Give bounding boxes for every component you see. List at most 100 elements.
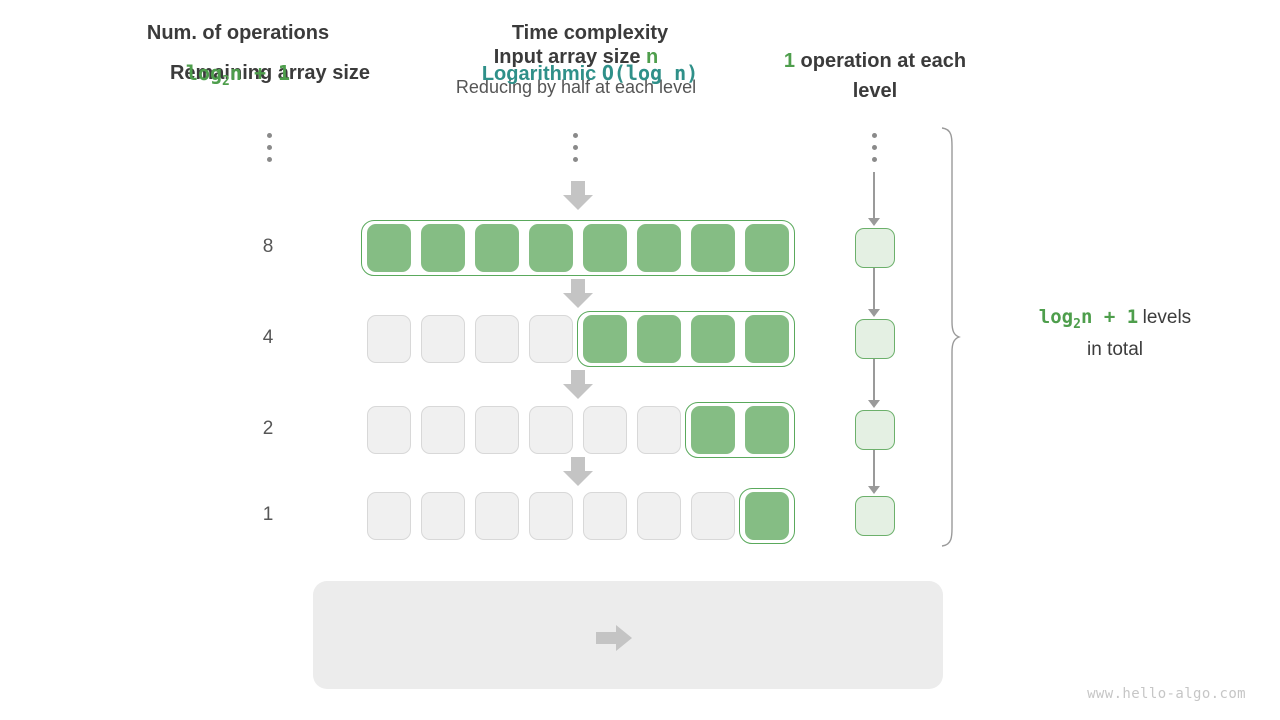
total-levels-annotation: log2n + 1 levels in total — [965, 303, 1265, 364]
header-remaining-array-size: Remaining array size — [169, 62, 371, 84]
array-row-4 — [362, 311, 794, 367]
array-cell-box — [637, 224, 681, 272]
watermark: www.hello-algo.com — [1087, 686, 1246, 702]
array-cell — [362, 311, 416, 367]
summary-operations-value: log2n + 1 — [18, 61, 458, 89]
array-cell — [416, 402, 470, 458]
array-cell-box — [529, 224, 573, 272]
ellipsis-left-column — [267, 133, 272, 162]
array-cell — [362, 402, 416, 458]
header-input-accent-n: n — [646, 46, 659, 68]
array-cell — [362, 488, 416, 544]
total-levels-line2: in total — [1087, 338, 1143, 360]
header-input-line2: Reducing by half at each level — [455, 77, 697, 97]
row-label-4: 4 — [262, 327, 274, 348]
array-cell — [740, 488, 794, 544]
formula-log: log — [1038, 306, 1074, 328]
array-cell-box — [691, 315, 735, 363]
halving-arrow-icon — [561, 277, 595, 311]
array-cell — [632, 311, 686, 367]
array-cell — [686, 220, 740, 276]
array-cell — [686, 311, 740, 367]
array-cell — [632, 220, 686, 276]
ellipsis-array-column — [573, 133, 578, 162]
array-cell-box — [691, 224, 735, 272]
array-cell-box — [583, 315, 627, 363]
array-cell — [362, 220, 416, 276]
array-cell — [740, 220, 794, 276]
array-cell-box — [583, 224, 627, 272]
summary-complexity-title: Time complexity — [511, 22, 669, 44]
array-cell-box — [367, 224, 411, 272]
dot — [267, 157, 272, 162]
array-cell — [578, 488, 632, 544]
row-label-1: 1 — [262, 504, 274, 525]
array-cell-box — [529, 406, 573, 454]
operation-connector-arrowhead — [868, 400, 880, 408]
row-label-2: 2 — [262, 418, 274, 439]
array-row-8 — [362, 220, 794, 276]
operation-connector-arrowhead — [868, 486, 880, 494]
array-cell-box — [529, 315, 573, 363]
array-cell-box — [367, 315, 411, 363]
array-cell-box — [745, 406, 789, 454]
halving-arrow-icon — [561, 455, 595, 489]
complexity-word: Logarithmic — [481, 63, 597, 85]
array-cell — [632, 402, 686, 458]
dot — [872, 145, 877, 150]
header-input-line1: Input array size n — [396, 46, 756, 69]
array-cell — [686, 488, 740, 544]
dot — [267, 133, 272, 138]
array-cell — [524, 311, 578, 367]
halving-arrow-icon — [561, 368, 595, 402]
array-cell-box — [367, 492, 411, 540]
summary-complexity-value: Logarithmic O(log n) — [370, 61, 810, 86]
array-cell — [686, 402, 740, 458]
dot — [872, 157, 877, 162]
operation-box — [855, 410, 895, 450]
array-row-1 — [362, 488, 794, 544]
row-label-8: 8 — [262, 236, 274, 257]
formula-base: 2 — [1073, 316, 1081, 332]
array-cell-box — [529, 492, 573, 540]
halving-arrow-icon — [561, 179, 595, 213]
operation-connector-arrowhead — [868, 309, 880, 317]
summary-complexity: Time complexity Logarithmic O(log n) — [370, 22, 810, 86]
array-cell — [470, 220, 524, 276]
total-levels-line1: log2n + 1 levels — [965, 303, 1265, 335]
header-ops-accent-one: 1 — [783, 50, 795, 72]
array-cell-box — [421, 492, 465, 540]
header-input-label: Input array size — [493, 46, 647, 68]
total-levels-formula: log2n + 1 — [1038, 306, 1138, 332]
array-cell-box — [637, 315, 681, 363]
array-cell-box — [421, 315, 465, 363]
operation-connector-line — [873, 268, 875, 309]
summary-arrow-icon — [594, 622, 634, 654]
operation-connector-line — [873, 172, 875, 218]
array-cell — [416, 220, 470, 276]
array-cell-box — [421, 406, 465, 454]
array-cell — [524, 220, 578, 276]
array-cell-box — [745, 315, 789, 363]
header-input-array-size: Input array size n Reducing by half at e… — [396, 46, 756, 98]
operation-connector-arrowhead — [868, 218, 880, 226]
dot — [573, 157, 578, 162]
array-cell — [740, 311, 794, 367]
dot — [267, 145, 272, 150]
array-cell — [740, 402, 794, 458]
array-cell — [578, 311, 632, 367]
dot — [573, 145, 578, 150]
dot — [872, 133, 877, 138]
array-cell-box — [637, 492, 681, 540]
summary-formula-log: log — [185, 61, 223, 85]
array-cell — [470, 402, 524, 458]
array-cell-box — [745, 492, 789, 540]
operation-connector-line — [873, 359, 875, 400]
ellipsis-operations-column — [872, 133, 877, 162]
array-cell-box — [583, 406, 627, 454]
array-cell — [632, 488, 686, 544]
operation-connector-line — [873, 450, 875, 486]
array-cell — [524, 402, 578, 458]
level-span-brace — [938, 126, 962, 553]
array-cell-box — [583, 492, 627, 540]
